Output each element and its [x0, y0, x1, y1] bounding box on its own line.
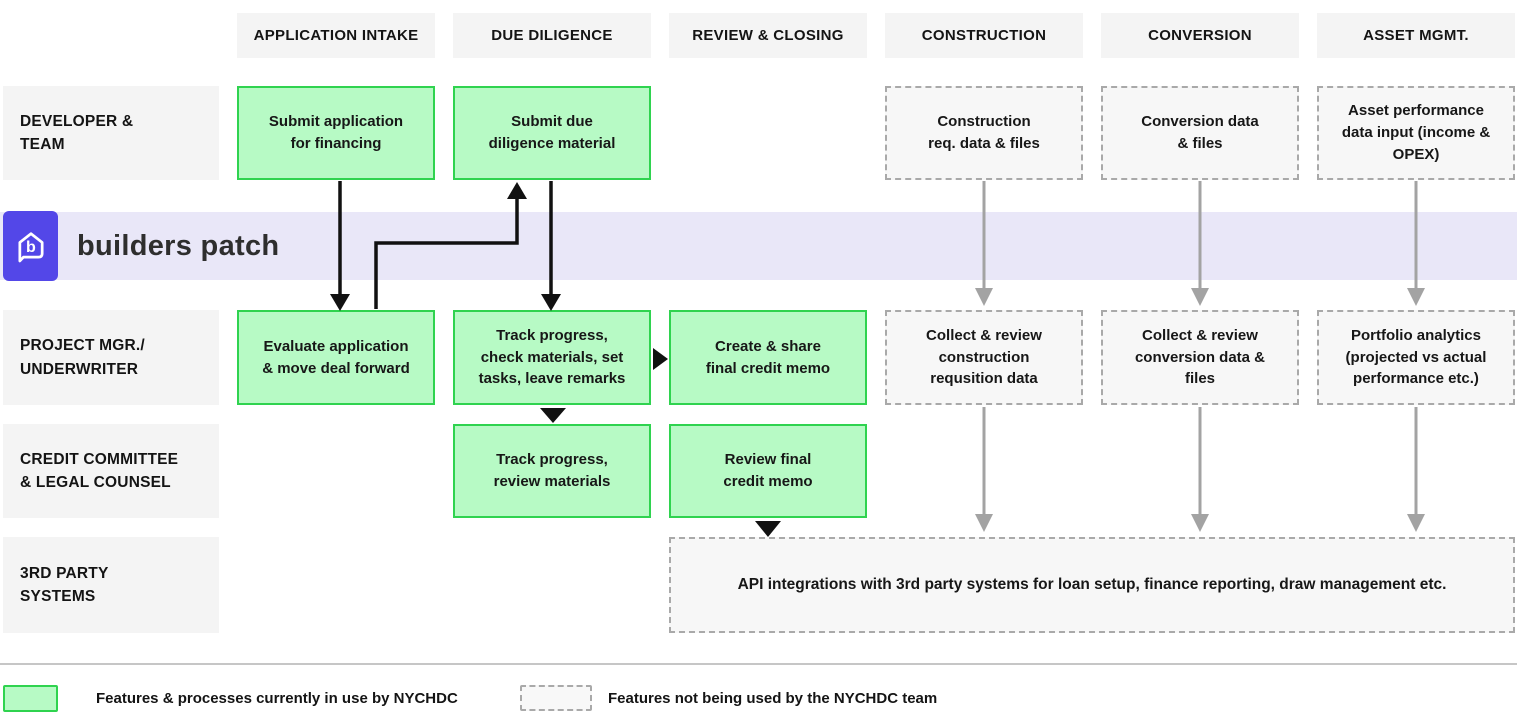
process-box-submit-application: Submit application for financing [237, 86, 435, 180]
stage-header-due-diligence: DUE DILIGENCE [453, 13, 651, 58]
builders-patch-logo: b [3, 211, 58, 281]
stage-header-application-intake: APPLICATION INTAKE [237, 13, 435, 58]
row-label-project-mgr: PROJECT MGR./ UNDERWRITER [3, 310, 219, 405]
arrow-track-to-review-materials [540, 408, 566, 423]
legend-label-in-use: Features & processes currently in use by… [96, 690, 458, 707]
arrow-review-memo-to-api [755, 521, 781, 537]
process-box-collect-conversion: Collect & review conversion data & files [1101, 310, 1299, 405]
process-box-conversion-data: Conversion data & files [1101, 86, 1299, 180]
legend-swatch-in-use [3, 685, 58, 712]
process-box-evaluate-application: Evaluate application & move deal forward [237, 310, 435, 405]
process-box-review-final-memo: Review final credit memo [669, 424, 867, 518]
house-bubble-icon: b [12, 227, 50, 265]
row-label-3rd-party-systems: 3RD PARTY SYSTEMS [3, 537, 219, 633]
process-box-portfolio-analytics: Portfolio analytics (projected vs actual… [1317, 310, 1515, 405]
process-box-create-share-memo: Create & share final credit memo [669, 310, 867, 405]
brand-name: builders patch [77, 229, 280, 262]
process-box-api-integrations: API integrations with 3rd party systems … [669, 537, 1515, 633]
legend-divider [0, 663, 1517, 665]
process-box-track-progress-check: Track progress, check materials, set tas… [453, 310, 651, 405]
row-label-developer-team: DEVELOPER & TEAM [3, 86, 219, 180]
row-label-credit-committee: CREDIT COMMITTEE & LEGAL COUNSEL [3, 424, 219, 518]
process-box-submit-due-diligence: Submit due diligence material [453, 86, 651, 180]
legend-swatch-not-in-use [520, 685, 592, 711]
process-box-track-progress-review: Track progress, review materials [453, 424, 651, 518]
arrow-track-to-create-memo [653, 348, 668, 370]
brand-banner [0, 212, 1517, 280]
stage-header-construction: CONSTRUCTION [885, 13, 1083, 58]
stage-header-asset-mgmt: ASSET MGMT. [1317, 13, 1515, 58]
stage-header-review-closing: REVIEW & CLOSING [669, 13, 867, 58]
stage-header-conversion: CONVERSION [1101, 13, 1299, 58]
process-box-asset-performance-input: Asset performance data input (income & O… [1317, 86, 1515, 180]
process-box-construction-req-data: Construction req. data & files [885, 86, 1083, 180]
process-box-collect-construction: Collect & review construction requsition… [885, 310, 1083, 405]
legend-label-not-in-use: Features not being used by the NYCHDC te… [608, 690, 938, 707]
svg-text:b: b [25, 238, 35, 256]
